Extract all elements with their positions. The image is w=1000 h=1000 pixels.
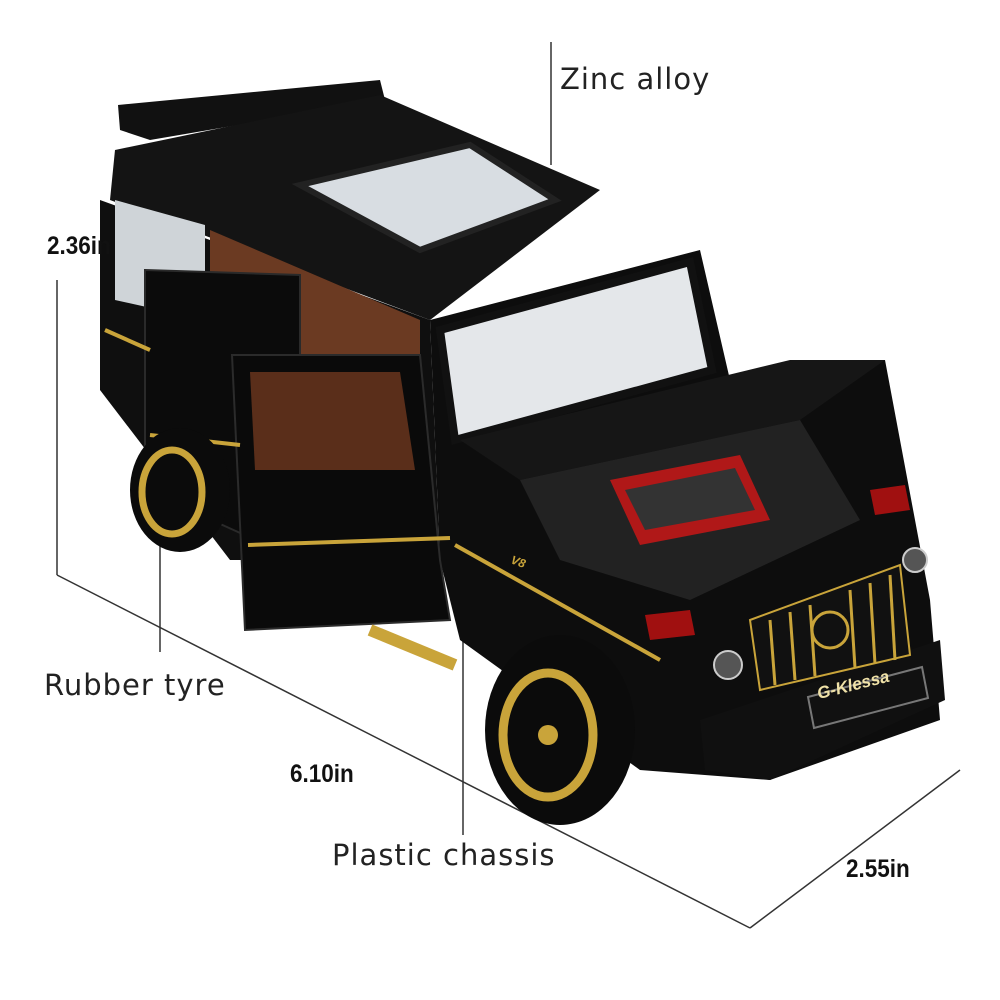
engine-cover-inner <box>625 468 755 530</box>
front-wheel <box>485 635 635 825</box>
hood <box>460 360 885 480</box>
badge-text: V8 <box>509 553 528 571</box>
indicator-left <box>645 610 695 640</box>
headlight-left <box>713 650 743 680</box>
length-line <box>56 574 751 929</box>
width-line <box>749 769 961 929</box>
callout-plastic-chassis: Plastic chassis <box>332 838 556 872</box>
sunroof <box>291 141 562 254</box>
license-plate <box>806 665 930 730</box>
dimension-height: 2.36in <box>47 232 111 260</box>
logo-emblem <box>810 610 850 650</box>
callout-rubber-tyre: Rubber tyre <box>44 668 226 702</box>
door-window-interior <box>250 372 415 470</box>
roof-spoiler <box>118 80 385 140</box>
rear-wheel <box>130 428 230 552</box>
windshield <box>435 257 717 446</box>
dimension-length: 6.10in <box>290 760 354 788</box>
grille-bars <box>768 574 897 686</box>
dimension-lines <box>56 42 961 929</box>
headlight-right <box>902 547 928 573</box>
dimension-width: 2.55in <box>846 855 910 883</box>
indicator-right <box>870 485 910 515</box>
callout-zinc-alloy: Zinc alloy <box>560 62 711 96</box>
